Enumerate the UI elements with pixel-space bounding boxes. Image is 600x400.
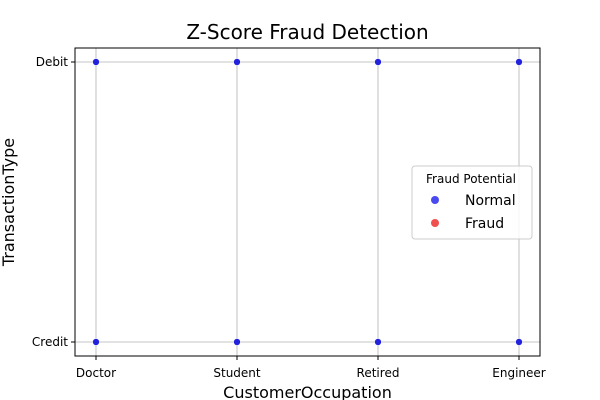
legend-frame [411, 165, 533, 240]
y-tick-label: Credit [32, 335, 68, 349]
legend-label-normal: Normal [465, 193, 516, 209]
legend: Fraud Potential Normal Fraud [411, 165, 533, 240]
y-tick-label: Debit [36, 55, 69, 69]
x-tick-label: Engineer [492, 366, 546, 380]
chart-title: Z-Score Fraud Detection [186, 20, 428, 44]
y-axis-label: TransactionType [0, 138, 18, 267]
legend-marker-normal [431, 196, 439, 204]
ticks-layer: Doctor Student Retired Engineer Credit Debit [32, 55, 546, 380]
x-tick-label: Retired [357, 366, 400, 380]
points-layer [92, 58, 523, 346]
data-point-normal [233, 338, 241, 346]
legend-marker-fraud [431, 219, 439, 227]
plot-frame [74, 47, 541, 357]
data-point-normal [92, 338, 100, 346]
x-axis-label: CustomerOccupation [223, 383, 392, 400]
legend-label-fraud: Fraud [465, 216, 504, 232]
legend-title: Fraud Potential [426, 172, 516, 186]
data-point-normal [374, 58, 382, 66]
data-point-normal [233, 58, 241, 66]
data-point-normal [515, 338, 523, 346]
grid-layer [75, 48, 540, 356]
x-tick-label: Doctor [76, 366, 116, 380]
data-point-normal [515, 58, 523, 66]
data-point-normal [92, 58, 100, 66]
x-tick-label: Student [213, 366, 261, 380]
data-point-normal [374, 338, 382, 346]
